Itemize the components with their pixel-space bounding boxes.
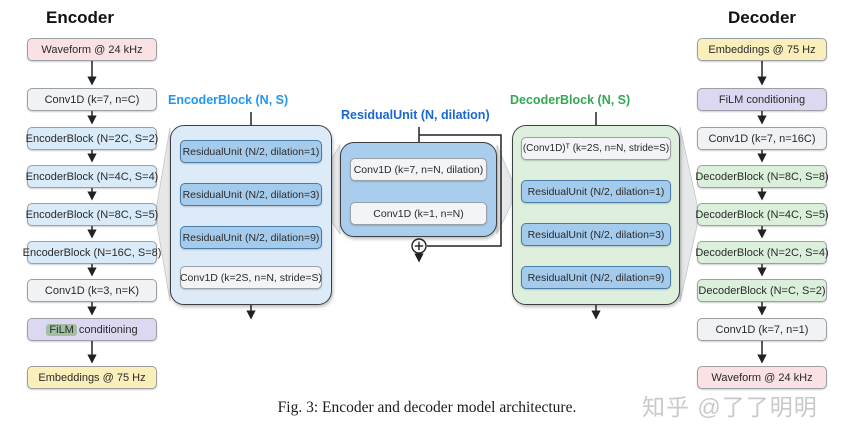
conv1d-dec-out-box: Conv1D (k=7, n=1) (697, 318, 827, 341)
funnel-encoder-column-to-panel (156, 127, 171, 302)
enc-residual-unit-3-box: ResidualUnit (N/2, dilation=9) (180, 226, 322, 249)
decoder-block-4-box: DecoderBlock (N=C, S=2) (697, 279, 827, 302)
funnel-encoderblock-to-residual (331, 143, 341, 236)
film-conditioning-decoder-box: FiLM conditioning (697, 88, 827, 111)
conv1d-dec-in-box: Conv1D (k=7, n=16C) (697, 127, 827, 150)
res-conv-dilated-box: Conv1D (k=7, n=N, dilation) (350, 158, 487, 181)
enc-residual-unit-1-box: ResidualUnit (N/2, dilation=1) (180, 140, 322, 163)
encoder-block-3-box: EncoderBlock (N=8C, S=5) (26, 203, 158, 226)
embeddings-in-box: Embeddings @ 75 Hz (697, 38, 827, 61)
decoder-block-3-box: DecoderBlock (N=2C, S=4) (695, 241, 829, 264)
dec-residual-unit-3-box: ResidualUnit (N/2, dilation=9) (521, 266, 671, 289)
encoder-block-4-box: EncoderBlock (N=16C, S=8) (23, 241, 161, 264)
encoder-block-panel-title: EncoderBlock (N, S) (168, 93, 289, 107)
film-rest: conditioning (78, 323, 138, 336)
sum-node (411, 238, 427, 254)
waveform-in-box: Waveform @ 24 kHz (27, 38, 157, 61)
zhihu-watermark: 知乎 @了了明明 (642, 394, 818, 420)
funnel-residual-to-decoderblock (496, 144, 513, 235)
decoder-block-1-box: DecoderBlock (N=8C, S=8) (695, 165, 829, 188)
residual-unit-panel-title: ResidualUnit (N, dilation) (341, 108, 490, 122)
embeddings-out-box: Embeddings @ 75 Hz (27, 366, 157, 389)
dec-residual-unit-2-box: ResidualUnit (N/2, dilation=3) (521, 223, 671, 246)
encoder-block-1-box: EncoderBlock (N=2C, S=2) (26, 127, 158, 150)
decoder-block-2-box: DecoderBlock (N=4C, S=5) (695, 203, 829, 226)
conv1d-bottleneck-box: Conv1D (k=3, n=K) (27, 279, 157, 302)
film-conditioning-encoder-box: FiLM conditioning (27, 318, 157, 341)
res-conv-pointwise-box: Conv1D (k=1, n=N) (350, 202, 487, 225)
dec-residual-unit-1-box: ResidualUnit (N/2, dilation=1) (521, 180, 671, 203)
figure-caption: Fig. 3: Encoder and decoder model archit… (277, 399, 577, 416)
decoder-title: Decoder (727, 8, 797, 27)
film-highlight: FiLM (46, 323, 77, 336)
dec-transposed-conv-box: (Conv1D)ᵀ (k=2S, n=N, stride=S) (521, 137, 671, 160)
encoder-title: Encoder (45, 8, 115, 27)
enc-strided-conv-box: Conv1D (k=2S, n=N, stride=S) (180, 266, 322, 289)
enc-residual-unit-2-box: ResidualUnit (N/2, dilation=3) (180, 183, 322, 206)
decoder-block-panel-title: DecoderBlock (N, S) (510, 93, 631, 107)
encoder-block-2-box: EncoderBlock (N=4C, S=4) (26, 165, 158, 188)
waveform-out-box: Waveform @ 24 kHz (697, 366, 827, 389)
conv1d-in-box: Conv1D (k=7, n=C) (27, 88, 157, 111)
